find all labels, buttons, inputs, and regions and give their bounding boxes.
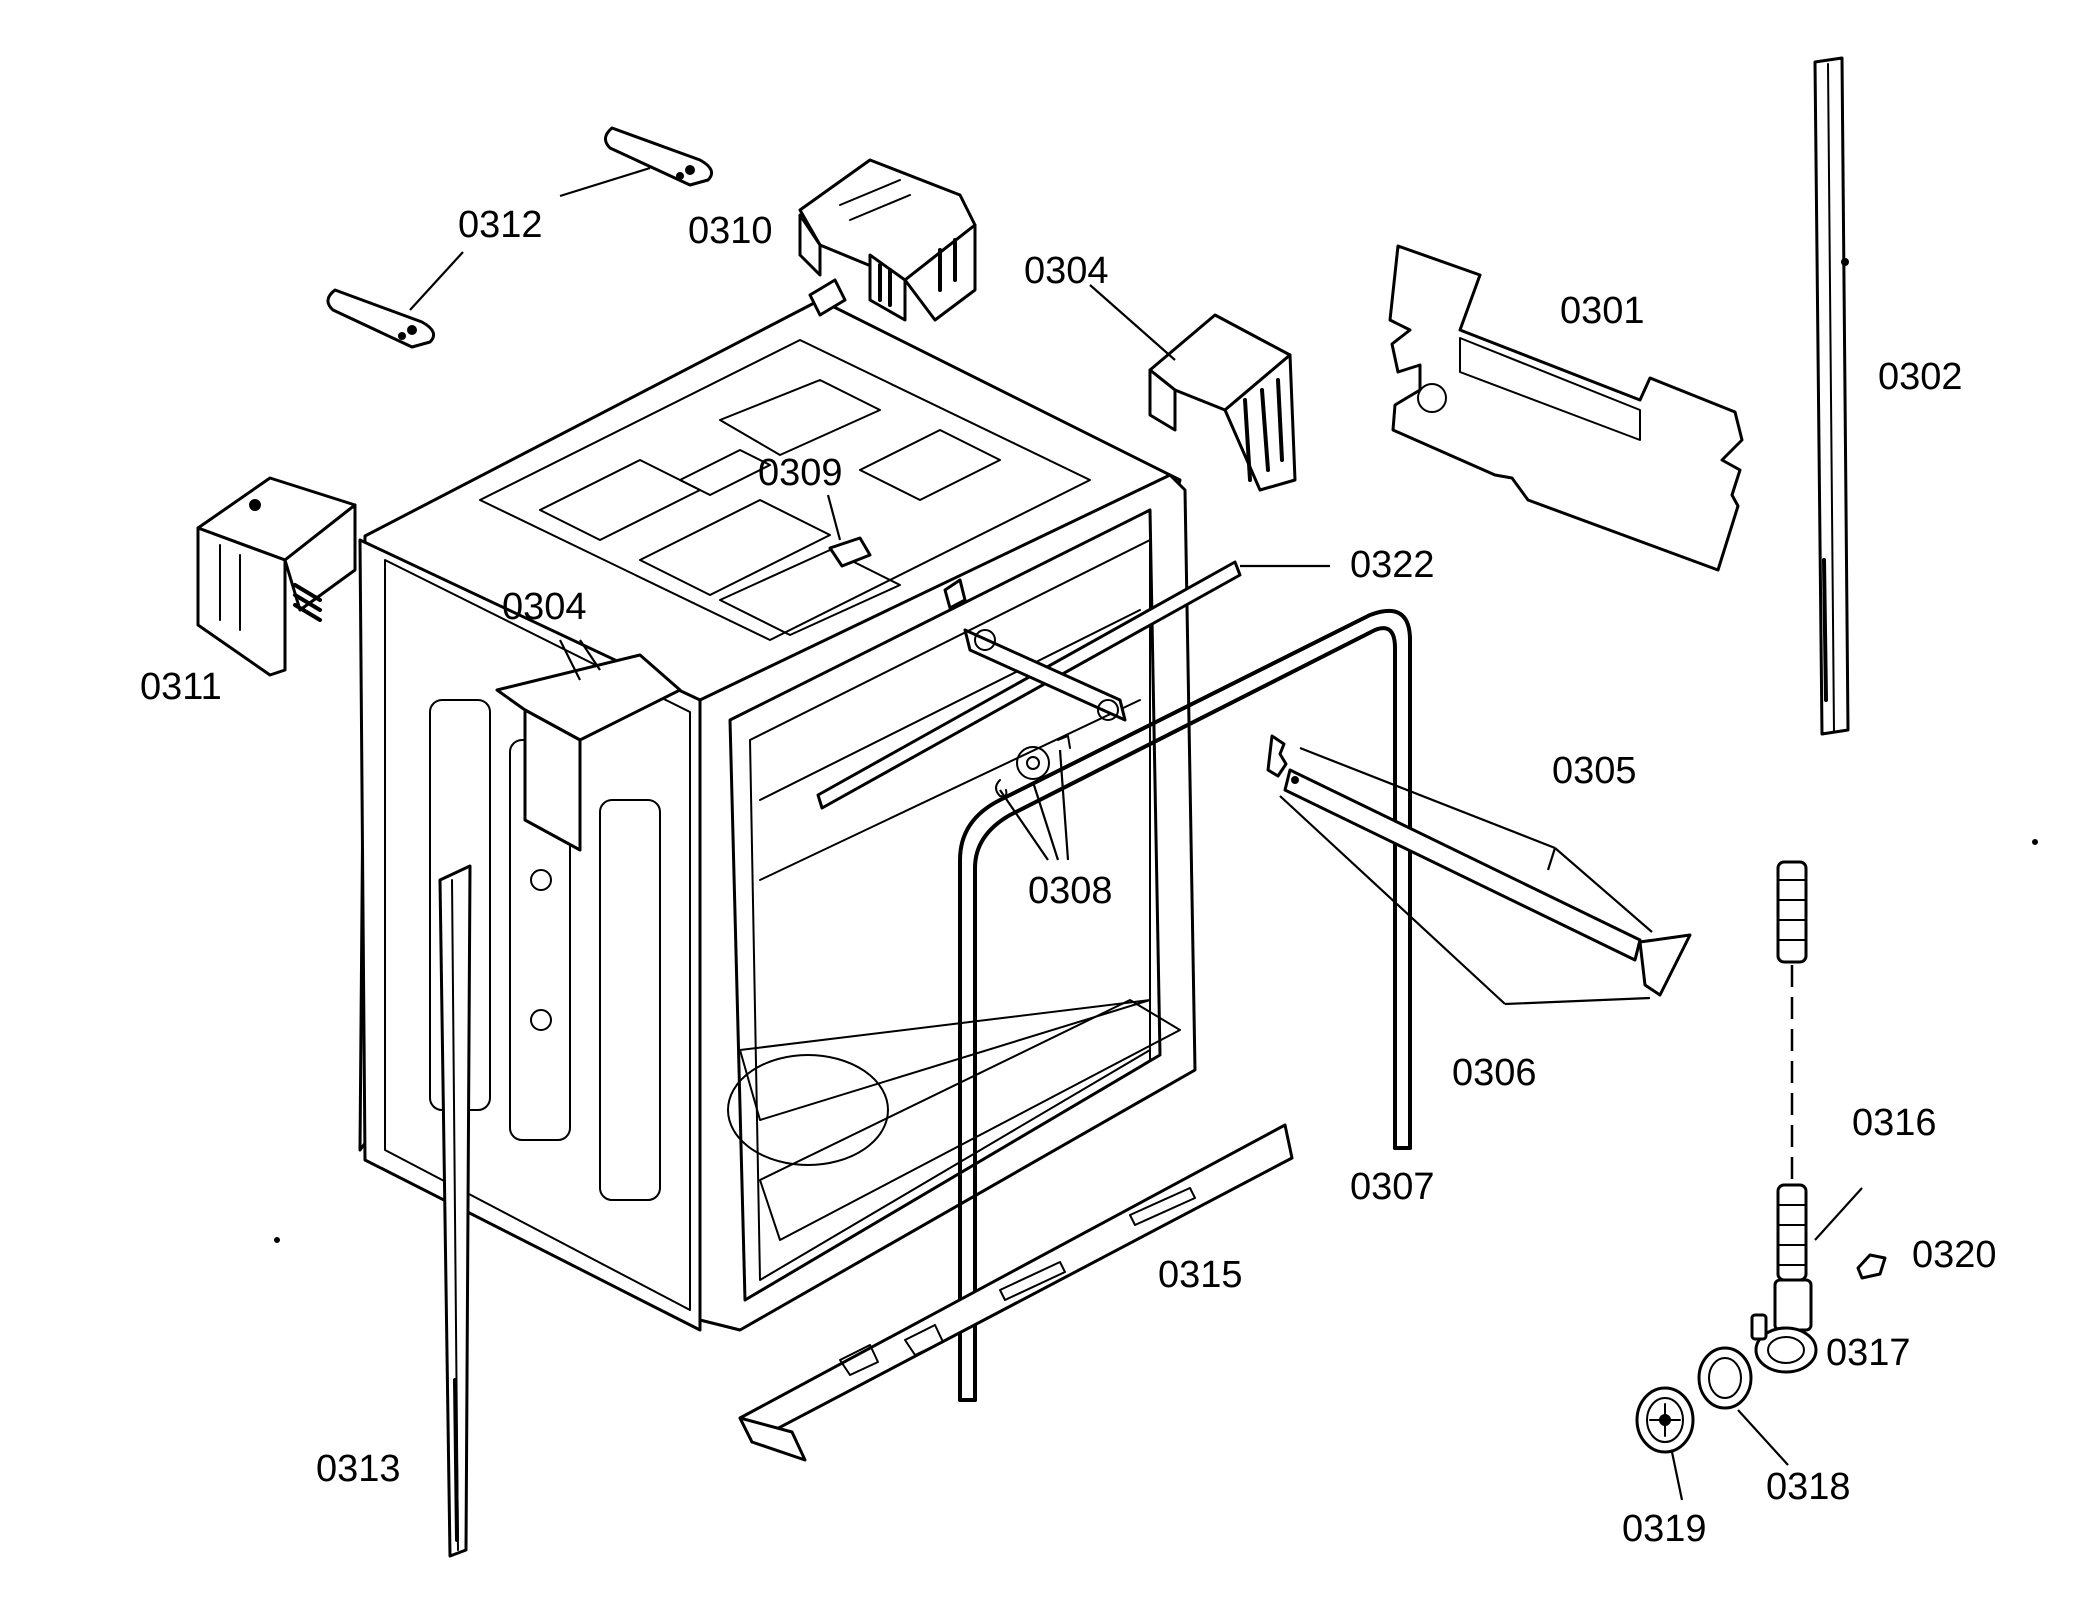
- label-0319: 0319: [1622, 1508, 1707, 1550]
- part-0322: [816, 560, 1330, 810]
- label-0307: 0307: [1350, 1166, 1435, 1208]
- label-0310: 0310: [688, 210, 773, 252]
- part-0315: [738, 1123, 1294, 1462]
- label-0309: 0309: [758, 452, 843, 494]
- part-0305: [1283, 746, 1692, 997]
- label-0308: 0308: [1028, 870, 1113, 912]
- label-0322: 0322: [1350, 544, 1435, 586]
- label-0311: 0311: [140, 666, 222, 708]
- label-0320: 0320: [1912, 1234, 1997, 1276]
- label-0316: 0316: [1852, 1102, 1937, 1144]
- label-0306: 0306: [1452, 1052, 1537, 1094]
- part-0304-upper: [1089, 284, 1297, 492]
- part-0316: [1776, 860, 1863, 1282]
- label-0302: 0302: [1878, 356, 1963, 398]
- part-0309: [826, 494, 872, 568]
- part-0311: [196, 476, 357, 677]
- part-0301: [1388, 244, 1744, 572]
- label-0312: 0312: [458, 204, 543, 246]
- part-0304-lower: [495, 639, 682, 852]
- label-0304-upper: 0304: [1024, 250, 1109, 292]
- part-0313: [438, 864, 472, 1558]
- part-0306: [1266, 734, 1651, 1006]
- part-0307: [958, 609, 1412, 1402]
- part-0319: [1635, 1386, 1695, 1501]
- part-0302: [1813, 56, 1850, 736]
- part-0318: [1697, 1346, 1789, 1466]
- label-0304-lower: 0304: [502, 586, 587, 628]
- part-0312: [326, 126, 714, 349]
- label-0301: 0301: [1560, 290, 1645, 332]
- part-0320: [1856, 1253, 1887, 1280]
- part-0310: [798, 158, 977, 322]
- label-0315: 0315: [1158, 1254, 1243, 1296]
- label-0317: 0317: [1826, 1332, 1911, 1374]
- tub-assembly: [358, 278, 1197, 1332]
- part-0317: [1750, 1278, 1818, 1374]
- label-0318: 0318: [1766, 1466, 1851, 1508]
- label-0305: 0305: [1552, 750, 1637, 792]
- label-0313: 0313: [316, 1448, 401, 1490]
